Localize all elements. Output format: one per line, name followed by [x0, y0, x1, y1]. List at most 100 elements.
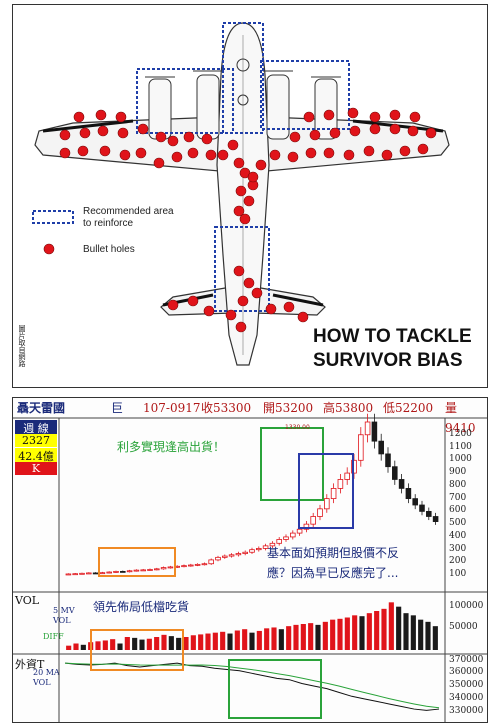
bullet-hole — [407, 125, 419, 137]
price-tick-label: 1000 — [449, 454, 472, 465]
volume-bar — [322, 621, 328, 650]
price-candle — [126, 570, 133, 573]
title-line-2: SURVIVOR BIAS — [313, 350, 463, 371]
price-tick-label: 1100 — [449, 441, 472, 452]
bullet-hole — [233, 265, 245, 277]
price-candle — [392, 466, 398, 480]
volume-bar — [352, 615, 358, 650]
volume-bar — [234, 630, 240, 650]
price-candle — [303, 523, 310, 530]
volume-bar — [249, 632, 255, 650]
blue-box-price — [298, 453, 354, 529]
volume-bar — [154, 637, 160, 650]
vol-label: VOL — [15, 594, 40, 607]
price-candle — [228, 554, 235, 557]
volume-bar — [183, 637, 189, 650]
volume-bar — [198, 634, 204, 650]
foreign-sub-1: 20 MA — [33, 668, 60, 677]
volume-bar — [227, 633, 233, 650]
volume-bar — [190, 635, 196, 650]
bullet-hole — [417, 143, 429, 155]
stock-code: 巨 — [111, 401, 124, 415]
bullet-hole — [329, 127, 341, 139]
volume-bar — [286, 626, 292, 650]
price-candle — [269, 542, 276, 547]
bullet-hole — [233, 157, 245, 169]
price-candle — [181, 565, 187, 568]
price-candle — [426, 510, 432, 517]
annotation-mid-2: 應？因為早已反應完了... — [267, 566, 399, 580]
k-label: K — [15, 462, 57, 475]
bullet-hole — [243, 277, 255, 289]
header-high: 高53800 — [323, 401, 374, 415]
volume-bar — [117, 643, 123, 650]
price-candles — [65, 413, 439, 576]
bullet-hole — [153, 157, 165, 169]
price-candle — [194, 563, 201, 566]
bullet-hole — [369, 111, 381, 123]
volume-bar — [102, 640, 108, 650]
side-value-1: 2327 — [15, 434, 57, 447]
bullet-hole — [349, 125, 361, 137]
price-tick-label: 500 — [449, 518, 467, 529]
price-candle — [432, 516, 439, 523]
price-candle — [160, 567, 167, 570]
volume-tick-label: 100000 — [449, 600, 484, 611]
legend-recommended-label: Recommended area to reinforce — [83, 206, 174, 229]
volume-bar — [95, 641, 101, 650]
volume-bar — [124, 637, 130, 650]
bullet-hole — [287, 151, 299, 163]
side-value-2: 42.4億 — [15, 448, 57, 464]
header-date: 107-0917 — [143, 401, 201, 415]
bullet-hole — [289, 131, 301, 143]
price-candle — [364, 421, 371, 436]
bullet-hole — [255, 159, 267, 171]
price-candle — [358, 434, 364, 461]
title-line-1: HOW TO TACKLE — [313, 326, 472, 347]
bullet-hole — [73, 111, 85, 123]
price-candle — [106, 571, 112, 574]
volume-bar — [146, 638, 152, 650]
diff-label: DIFF — [43, 632, 64, 641]
price-candle — [154, 568, 160, 571]
green-box-foreign — [228, 659, 322, 719]
foreign-lines — [64, 662, 440, 711]
volume-bar — [315, 624, 321, 650]
header-open: 開53200 — [263, 401, 314, 415]
period-label: 週 線 — [15, 420, 57, 436]
plane-left-wing — [34, 116, 220, 172]
volume-bar — [220, 631, 226, 650]
bullet-hole — [137, 123, 149, 135]
bullet-hole — [323, 147, 335, 159]
volume-bar — [264, 628, 270, 650]
stock-chart-panel: 聶天雷國 巨 107-0917 收53300 開53200 高53800 低52… — [12, 397, 488, 723]
stock-chart-svg — [13, 413, 487, 722]
price-candle — [235, 553, 242, 556]
price-candle — [201, 563, 208, 566]
volume-bars — [66, 602, 438, 650]
bullet-hole — [117, 127, 129, 139]
foreign-label: 外資T — [15, 658, 45, 671]
volume-bar — [271, 627, 277, 650]
legend-bullet-icon — [43, 243, 55, 255]
price-candle — [405, 488, 412, 500]
volume-bar — [425, 621, 431, 650]
price-tick-label: 700 — [449, 492, 467, 503]
price-candle — [92, 572, 99, 575]
volume-bar — [73, 643, 79, 650]
volume-bar — [176, 637, 182, 650]
price-candle — [188, 564, 194, 567]
volume-bar — [242, 629, 248, 650]
price-candle — [378, 440, 384, 455]
bullet-hole — [381, 149, 393, 161]
airplane-diagram — [32, 22, 450, 366]
left-wing-edge — [42, 119, 134, 133]
price-candle — [310, 516, 316, 525]
price-tick-label: 400 — [449, 530, 467, 541]
vol-sub-1: 5 MV — [53, 606, 75, 615]
price-candle — [385, 453, 391, 468]
bullet-hole — [269, 149, 281, 161]
volume-bar — [300, 624, 306, 650]
price-candle — [412, 498, 418, 506]
bullet-hole — [227, 139, 239, 151]
